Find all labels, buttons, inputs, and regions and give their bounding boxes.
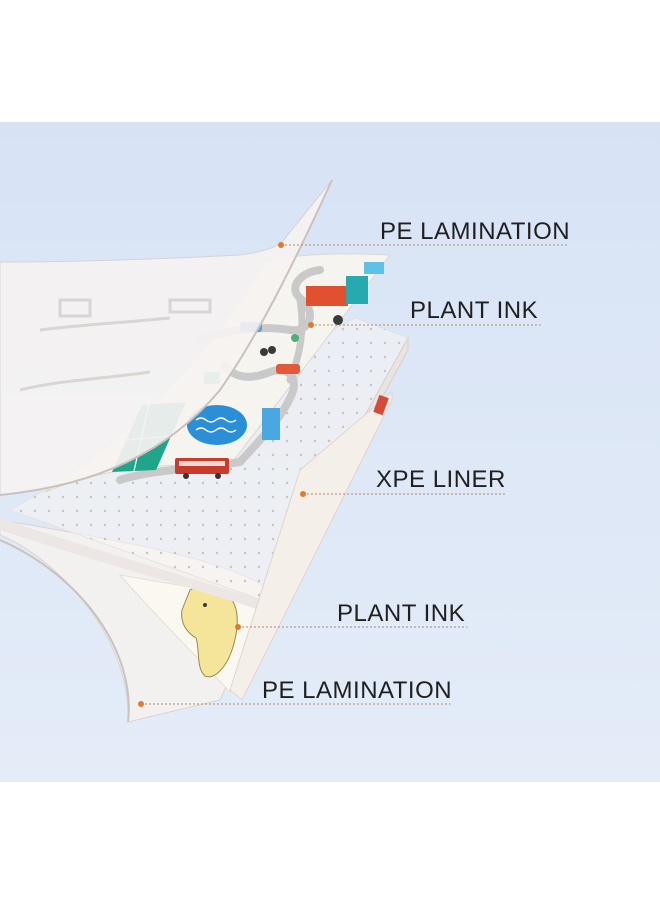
dog-eye-icon bbox=[203, 603, 207, 607]
small-building-icon bbox=[262, 408, 280, 440]
leader-lines bbox=[138, 242, 569, 707]
layer-xpe-liner-label: XPE LINER bbox=[376, 466, 506, 493]
bus-wheel bbox=[215, 473, 221, 479]
car-icon bbox=[276, 364, 300, 374]
layer-plant-ink-top-label: PLANT INK bbox=[410, 297, 539, 324]
tree-icon bbox=[333, 315, 343, 325]
tree-icon bbox=[260, 348, 268, 356]
layer-pe-lamination-top-leader-dot bbox=[278, 242, 284, 248]
top-sheet-edge bbox=[0, 179, 333, 496]
tree-icon bbox=[268, 346, 276, 354]
layer-pe-lamination-bottom-label: PE LAMINATION bbox=[262, 677, 453, 704]
back-board-print bbox=[373, 394, 389, 416]
bus-wheel bbox=[183, 473, 189, 479]
bottom-sheet-edge bbox=[0, 539, 130, 723]
bus-windows bbox=[179, 461, 225, 466]
tree-icon bbox=[291, 334, 299, 342]
blue-building-icon bbox=[364, 262, 384, 274]
layer-plant-ink-top-leader-dot bbox=[308, 322, 314, 328]
lake-icon bbox=[187, 405, 247, 445]
lake-waves bbox=[195, 417, 237, 433]
xpe-liner-bottom-edge bbox=[0, 518, 266, 612]
teal-building-icon bbox=[346, 276, 368, 304]
layer-pe-lamination-bottom-leader-dot bbox=[138, 701, 144, 707]
red-building-icon bbox=[306, 286, 348, 306]
layer-pe-lamination-top-label: PE LAMINATION bbox=[380, 218, 571, 245]
top-sheet-ghost-print bbox=[19, 298, 212, 392]
layer-xpe-liner-leader-dot bbox=[300, 491, 306, 497]
layer-plant-ink-bottom-label: PLANT INK bbox=[337, 600, 466, 627]
layer-plant-ink-bottom-leader-dot bbox=[235, 624, 241, 630]
